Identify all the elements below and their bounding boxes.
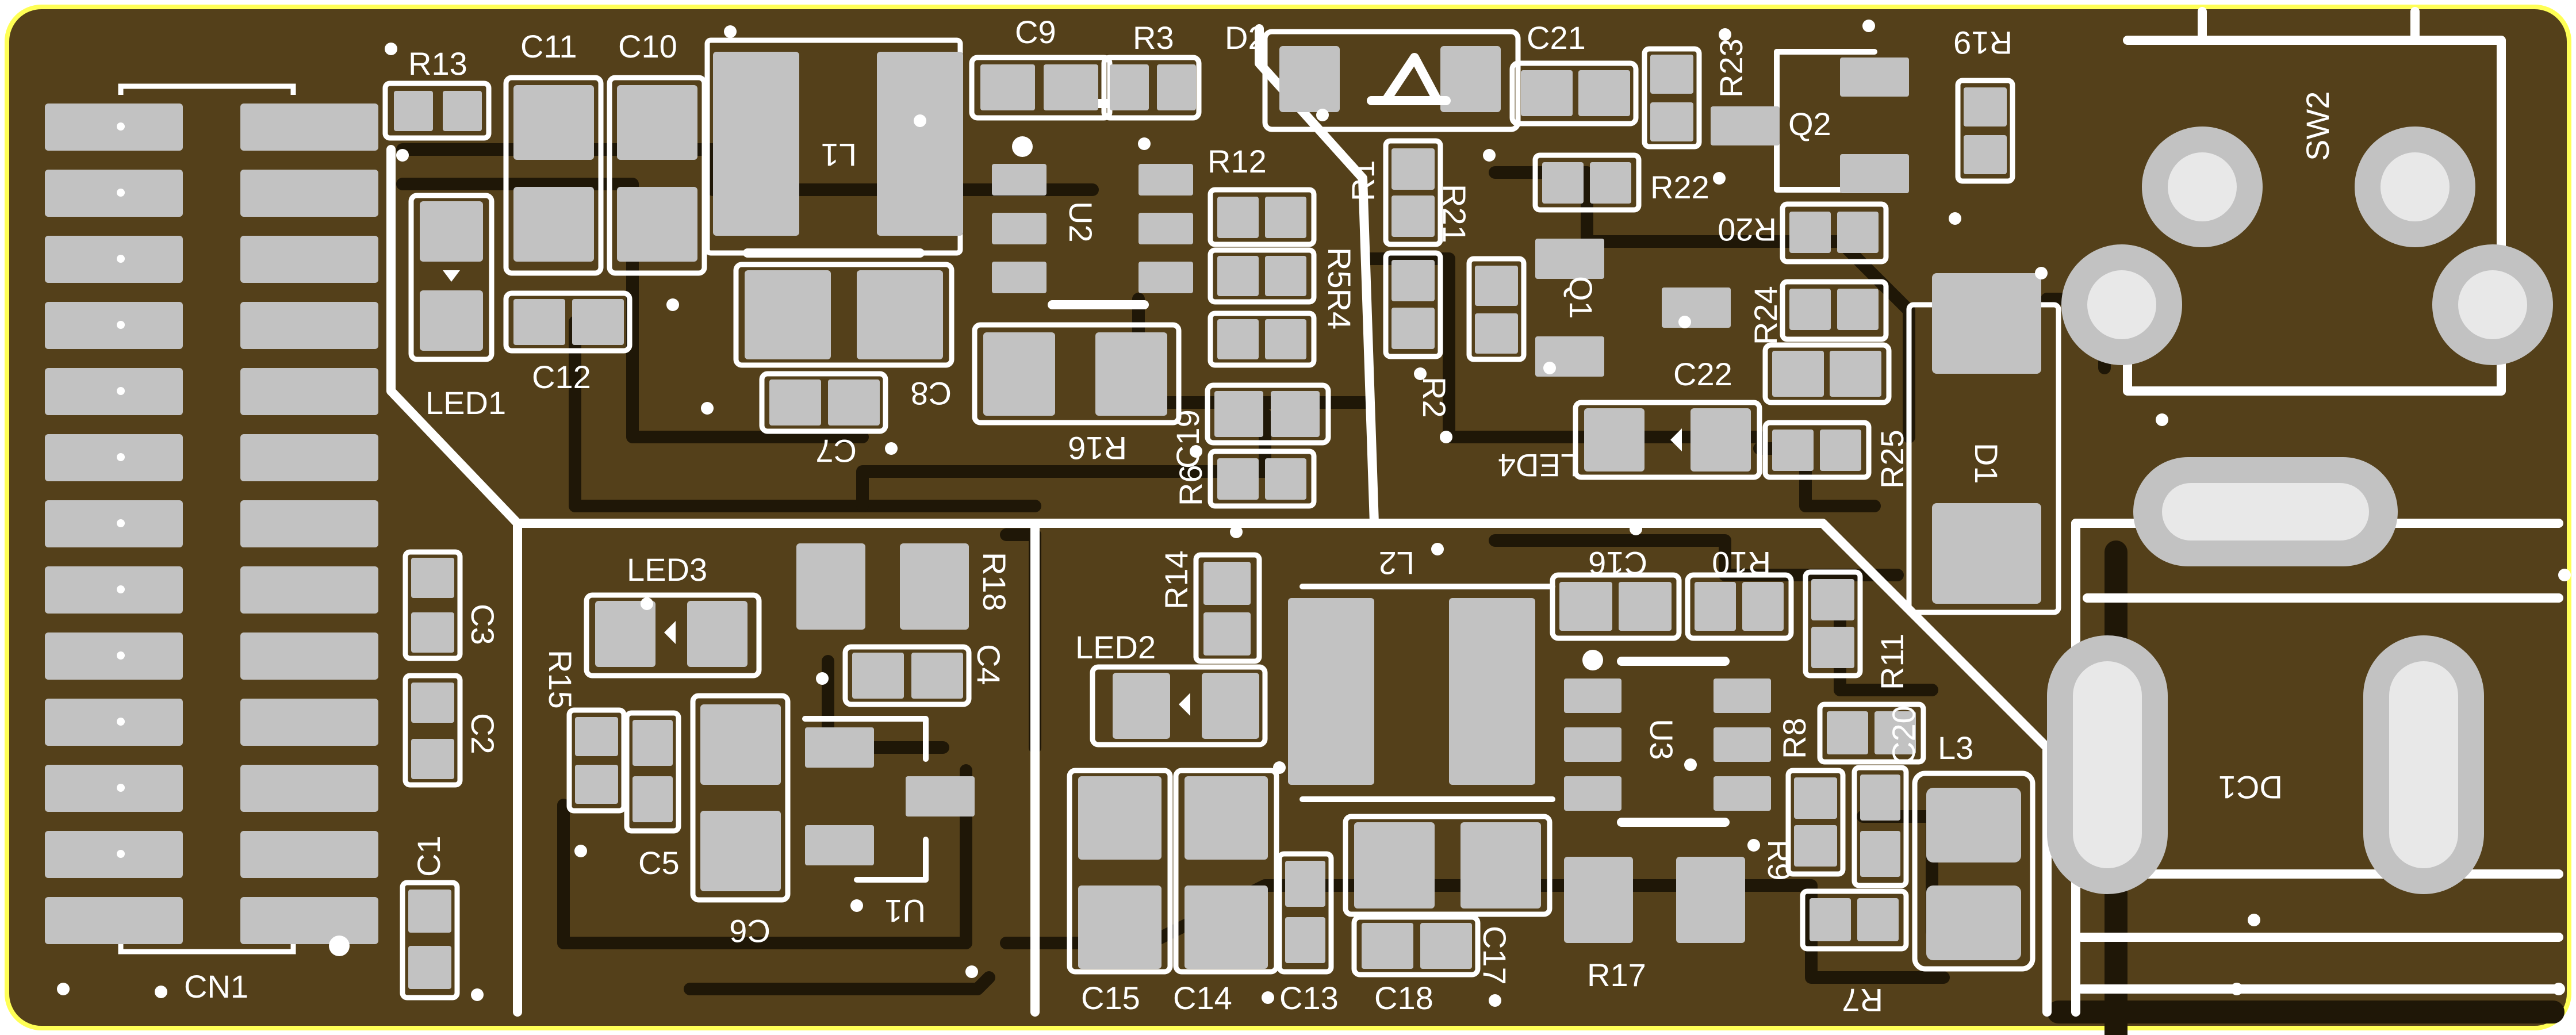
label-led4-rotated: LED4: [1498, 447, 1578, 484]
label-q2: Q2: [1788, 106, 1831, 142]
cn1-right-pads: [240, 103, 378, 944]
label-r16: R16: [1068, 430, 1127, 466]
label-c9: C9: [1015, 14, 1056, 50]
label-l3: L3: [1938, 730, 1973, 766]
label-r11: R11: [1874, 633, 1910, 690]
label-r8: R8: [1776, 718, 1812, 759]
label-c1: C1: [411, 835, 447, 877]
label-l1: L1: [821, 137, 857, 173]
label-c12: C12: [532, 359, 591, 395]
label-c13: C13: [1279, 980, 1339, 1016]
label-r1: R1: [1345, 160, 1381, 201]
label-r18: R18: [976, 552, 1013, 611]
label-c4: C4: [971, 644, 1007, 685]
label-led2: LED2: [1075, 629, 1156, 665]
label-r13: R13: [408, 45, 467, 82]
label-c2: C2: [465, 713, 501, 754]
label-d2: D2: [1225, 20, 1266, 56]
label-u1: U1: [884, 893, 926, 929]
label-c3: C3: [465, 604, 501, 645]
label-c22: C22: [1673, 356, 1732, 392]
label-l2: L2: [1379, 545, 1414, 581]
label-c6: C6: [729, 913, 770, 949]
label-c7: C7: [815, 433, 857, 469]
label-r9: R9: [1761, 839, 1797, 881]
label-r12: R12: [1208, 143, 1267, 179]
label-r19: R19: [1953, 25, 2012, 61]
label-r2: R2: [1416, 377, 1452, 418]
label-r25: R25: [1874, 430, 1910, 489]
label-r5r4: R5R4: [1321, 247, 1358, 329]
label-c18: C18: [1374, 980, 1433, 1016]
label-d1: D1: [1968, 443, 2004, 484]
jack-dc1: [2047, 457, 2484, 894]
label-c21: C21: [1527, 20, 1586, 56]
label-c16: C16: [1588, 545, 1647, 581]
label-r6: R6: [1172, 465, 1209, 506]
label-u2: U2: [1063, 201, 1099, 243]
label-sw2: SW2: [2299, 91, 2336, 161]
label-u3: U3: [1643, 719, 1680, 760]
label-dc1: DC1: [2218, 769, 2283, 806]
label-r14: R14: [1158, 550, 1194, 610]
label-r15: R15: [542, 650, 578, 709]
connector-cn1: [45, 83, 378, 956]
label-c15: C15: [1081, 980, 1140, 1016]
label-c10: C10: [618, 28, 677, 64]
label-r17: R17: [1587, 957, 1646, 993]
label-r22: R22: [1650, 169, 1709, 205]
label-led1: LED1: [425, 385, 506, 421]
silkscreen-labels: CN1 R13 C11 C10 C9 R3 D2 C21 R23 R19 L1 …: [184, 14, 2336, 1018]
label-r10: R10: [1712, 545, 1771, 581]
switch-sw2: [2061, 126, 2553, 365]
label-c11: C11: [520, 28, 577, 64]
label-q1: Q1: [1563, 276, 1599, 319]
cn1-left-pads: [45, 103, 183, 944]
label-r23: R23: [1713, 39, 1749, 98]
label-r3: R3: [1133, 20, 1174, 56]
passive-components: [382, 29, 2061, 1000]
label-r21: R21: [1436, 184, 1473, 243]
label-cn1: CN1: [184, 968, 248, 1005]
label-c5: C5: [638, 845, 680, 881]
label-r7: R7: [1842, 982, 1883, 1018]
label-r24: R24: [1747, 286, 1784, 345]
label-c14: C14: [1173, 980, 1232, 1016]
label-c20: C20: [1885, 706, 1922, 765]
label-led3: LED3: [627, 551, 707, 588]
label-c19: C19: [1170, 409, 1206, 469]
label-r20: R20: [1718, 212, 1777, 248]
label-c17: C17: [1477, 926, 1513, 985]
label-c8: C8: [910, 375, 952, 412]
vias: [57, 20, 2571, 1007]
